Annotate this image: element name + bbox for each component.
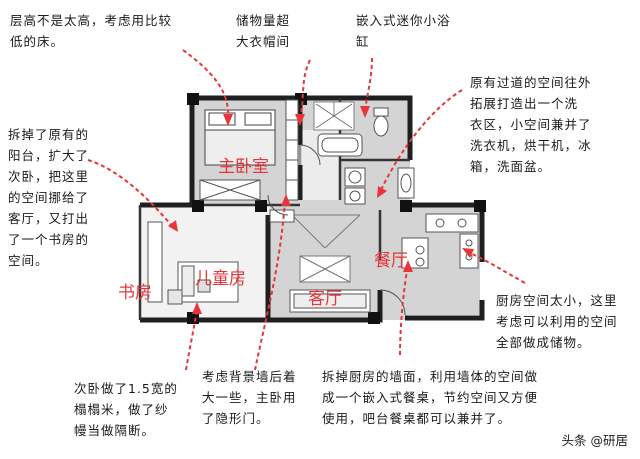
note-tv-wall: 考虑背景墙后着 大一些，主卧用 了隐形门。	[202, 369, 297, 426]
sofa-icon	[289, 289, 371, 313]
note-laundry: 原有过道的空间往外 拓展打造出一个洗 衣区，小空间兼并了 洗衣机，烘干机，冰 箱…	[470, 75, 592, 174]
bathtub-icon	[317, 133, 363, 157]
note-kitchen: 厨房空间太小，这里 考虑可以利用的空间 全部做成储物。	[496, 293, 618, 350]
rug-icon	[291, 214, 361, 283]
sink-icon	[397, 167, 415, 199]
tatami-bed-icon	[177, 261, 239, 303]
tv-cabinet-icon	[269, 209, 295, 223]
note-storage: 储物量超 大衣帽间	[236, 13, 291, 49]
room-label-master-bedroom: 主卧室	[218, 157, 269, 177]
room-label-living-room: 客厅	[308, 289, 342, 309]
wall-pillars	[187, 93, 486, 324]
room-label-dining-room: 餐厅	[374, 251, 408, 271]
washer-icon	[344, 167, 366, 205]
study-desk-icon	[147, 221, 183, 305]
note-ceiling-bed: 层高不是太高，考虑用比较 低的床。	[10, 13, 173, 49]
note-partition: 次卧做了1.5宽的 榻榻米，做了纱 幔当做隔断。	[74, 381, 178, 438]
room-label-kids-room: 儿童房	[195, 269, 246, 289]
note-dining: 拆掉厨房的墙面，利用墙体的空间做 成一个嵌入式餐桌，节约空间又方便 使用，吧台餐…	[322, 369, 539, 426]
dining-table-icon	[401, 237, 429, 269]
doors	[267, 144, 406, 316]
watermark: 头条 @研居	[561, 433, 628, 448]
wardrobe-icon	[199, 179, 261, 201]
arrow-heads	[168, 106, 474, 314]
toilet-icon	[373, 107, 389, 137]
note-study: 拆掉了原有的 阳台，扩大了 次卧，把这里 的空间挪给了 客厅，又打出 了一个书房…	[8, 127, 90, 268]
shower-icon	[313, 101, 355, 131]
room-label-study: 书房	[118, 283, 152, 303]
note-bathtub: 嵌入式迷你小浴 缸	[356, 13, 451, 49]
closet-icon	[285, 99, 299, 201]
